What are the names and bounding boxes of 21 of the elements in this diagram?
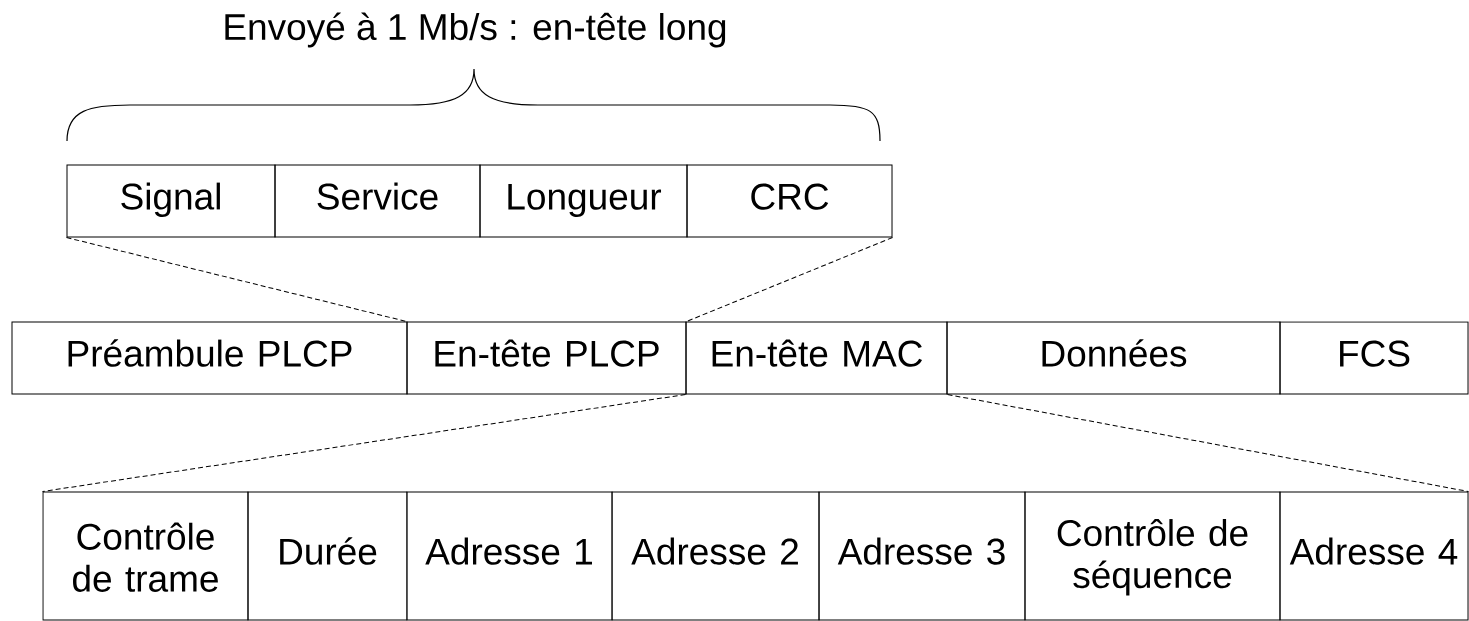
- field-cell: Données: [946, 321, 1281, 395]
- field-cell: Contrôle de trame: [42, 491, 249, 621]
- field-cell: En-tête PLCP: [406, 321, 687, 395]
- field-cell: FCS: [1279, 321, 1469, 395]
- field-cell: Adresse 4: [1279, 491, 1469, 621]
- zoom-line: [66, 237, 407, 322]
- field-cell: Adresse 2: [611, 491, 820, 621]
- field-cell: Adresse 1: [406, 491, 613, 621]
- field-cell: Durée: [247, 491, 408, 621]
- zoom-line: [686, 237, 893, 322]
- field-cell: Adresse 3: [818, 491, 1026, 621]
- field-cell: Longueur: [479, 164, 688, 238]
- field-cell: Préambule PLCP: [11, 321, 408, 395]
- zoom-line: [42, 394, 686, 492]
- heading: Envoyé à 1 Mb/s : en-tête long: [225, 12, 726, 48]
- field-cell: En-tête MAC: [685, 321, 948, 395]
- field-cell: Service: [274, 164, 481, 238]
- field-cell: Signal: [66, 164, 276, 238]
- field-cell: CRC: [686, 164, 893, 238]
- field-cell: Contrôle de séquence: [1024, 491, 1281, 621]
- zoom-line: [947, 394, 1469, 492]
